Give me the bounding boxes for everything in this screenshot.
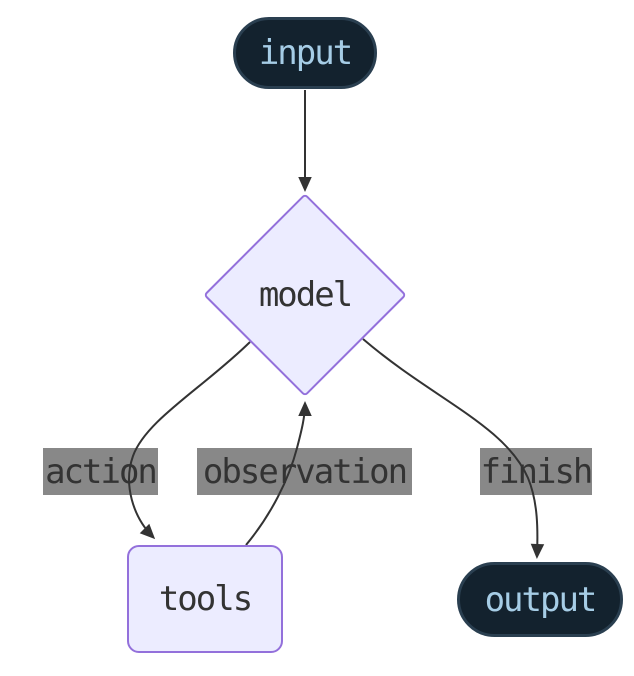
node-tools: tools bbox=[127, 545, 283, 653]
edge-label-observation: observation bbox=[197, 448, 412, 495]
node-model: model bbox=[258, 275, 353, 315]
node-input: input bbox=[233, 17, 377, 89]
edge-model-to-tools bbox=[128, 341, 251, 540]
edge-label-action: action bbox=[43, 448, 158, 495]
node-output: output bbox=[457, 562, 623, 637]
edge-label-finish: finish bbox=[480, 448, 593, 495]
